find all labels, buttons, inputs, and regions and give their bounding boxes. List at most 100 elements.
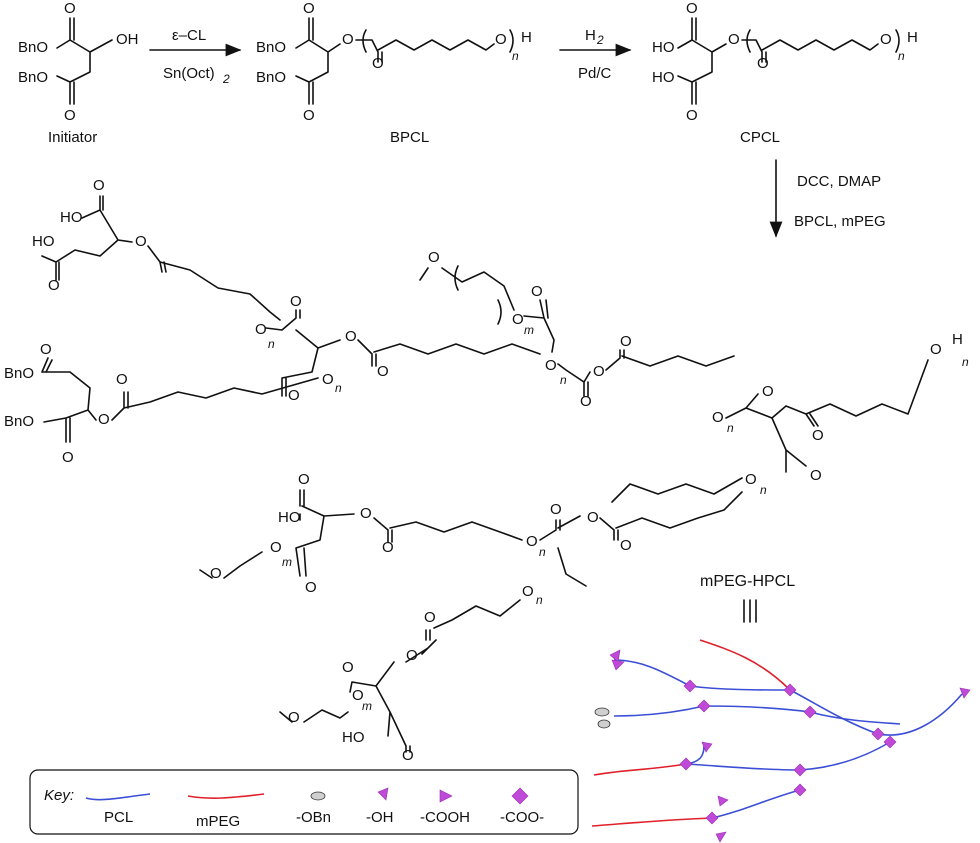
hb-o-16: O <box>531 283 543 300</box>
initiator-o-bottom: O <box>64 107 76 124</box>
initiator-label: Initiator <box>48 129 97 146</box>
hb-o-35: O <box>270 539 282 556</box>
cartoon-pcl-5 <box>703 705 811 713</box>
cartoon-coo-1 <box>683 679 697 693</box>
hb-m-2: m <box>282 555 292 569</box>
legend-box <box>29 769 579 835</box>
step1-reagent-top: ε–CL <box>172 27 206 44</box>
hb-n-4: n <box>727 421 734 435</box>
hb-o-39: O <box>406 647 418 664</box>
hb-bno-1: BnO <box>4 365 34 382</box>
legend-coo-icon <box>511 787 529 805</box>
cpcl-n: n <box>898 49 905 63</box>
cartoon-cooh-4 <box>715 831 727 843</box>
cartoon-coo-5 <box>871 727 885 741</box>
hb-o-17: O <box>545 357 557 374</box>
hb-o-11: O <box>288 387 300 404</box>
cpcl-o-bottom: O <box>686 107 698 124</box>
bpcl-o-top: O <box>303 0 315 17</box>
cartoon-coo-4 <box>803 705 817 719</box>
cpcl-ho-bottom: HO <box>652 69 675 86</box>
arrow-step3: DCC, DMAP BPCL, mPEG <box>769 159 886 238</box>
bpcl-h: H <box>521 29 532 46</box>
hb-o-25: O <box>810 467 822 484</box>
hb-o-36: O <box>305 579 317 596</box>
cartoon-pcl-8 <box>685 763 801 771</box>
cartoon-cooh-3 <box>717 795 729 807</box>
hb-o-8: O <box>255 321 267 338</box>
step3-reagent-top: DCC, DMAP <box>797 173 881 190</box>
hb-o-14: O <box>428 249 440 266</box>
cartoon-pcl-7 <box>877 693 963 736</box>
hb-o-28: O <box>360 505 372 522</box>
hb-n-6: n <box>760 483 767 497</box>
initiator-structure: BnO BnO O OH O Initiator <box>18 0 139 146</box>
cpcl-label: CPCL <box>740 129 780 146</box>
hb-ho-4: HO <box>342 729 365 746</box>
step2-reagent-sub: 2 <box>596 33 604 47</box>
cpcl-o-chain: O <box>880 31 892 48</box>
legend-title: Key: <box>44 787 74 804</box>
hb-n-2: n <box>335 381 342 395</box>
legend-oh-icon <box>377 787 389 801</box>
cpcl-h: H <box>907 29 918 46</box>
arrow-step1: ε–CL Sn(Oct) 2 <box>149 27 242 86</box>
cartoon-pcl-9 <box>799 741 891 771</box>
bpcl-bno-top: BnO <box>256 39 286 56</box>
hb-ho-2: HO <box>32 233 55 250</box>
cpcl-ho-top: HO <box>652 39 675 56</box>
hb-ho-1: HO <box>60 209 83 226</box>
hb-o-10: O <box>322 371 334 388</box>
hb-o-5: O <box>62 449 74 466</box>
hb-o-19: O <box>593 363 605 380</box>
hb-o-41: O <box>352 687 364 704</box>
step2-reagent-bottom: Pd/C <box>578 65 612 82</box>
legend-key: Key: PCL mPEG -OBn -OH -COOH -COO- <box>29 769 579 835</box>
hb-o-38: O <box>342 659 354 676</box>
hb-ho-3: HO <box>278 509 301 526</box>
cpcl-o-top: O <box>686 0 698 17</box>
legend-pcl-label: PCL <box>104 809 133 826</box>
hb-o-4: O <box>40 341 52 358</box>
hb-o-27: O <box>298 471 310 488</box>
cartoon-obn-1 <box>594 707 610 717</box>
hb-m-1: m <box>524 323 534 337</box>
cartoon-coo-8 <box>793 763 807 777</box>
hb-n-8: n <box>536 593 543 607</box>
hb-o-23: O <box>812 427 824 444</box>
cpcl-structure: HO HO O O O O O H n CPCL <box>652 0 918 146</box>
hb-o-12: O <box>345 328 357 345</box>
cartoon-coo-2 <box>783 683 797 697</box>
cartoon-pcl-4 <box>613 705 705 717</box>
bpcl-o-chain: O <box>495 31 507 48</box>
hb-o-21: O <box>712 409 724 426</box>
hb-n-5: n <box>962 355 969 369</box>
hb-o-24: O <box>930 341 942 358</box>
hb-o-22: O <box>762 383 774 400</box>
cartoon-mpeg-1 <box>699 639 791 691</box>
equivalence-symbol <box>743 599 757 623</box>
hb-o-20: O <box>620 333 632 350</box>
hb-o-32: O <box>587 509 599 526</box>
cartoon-coo-6 <box>883 735 897 749</box>
hb-o-9: O <box>290 293 302 310</box>
hb-o-31: O <box>550 501 562 518</box>
arrow-step2: H 2 Pd/C <box>559 27 632 82</box>
cartoon-cooh-2 <box>701 741 713 753</box>
cartoon-coo-7 <box>679 757 693 771</box>
hb-o-7: O <box>116 371 128 388</box>
initiator-o-top: O <box>64 0 76 17</box>
cartoon-pcl-1 <box>613 659 691 687</box>
hb-n-7: n <box>539 545 546 559</box>
hb-o-33: O <box>620 537 632 554</box>
bpcl-n: n <box>512 49 519 63</box>
cartoon-obn-2 <box>597 719 611 729</box>
hb-o-43: O <box>402 747 414 764</box>
cartoon-oh-1 <box>609 649 621 663</box>
cartoon-mpeg-2 <box>593 763 687 776</box>
hb-o-1: O <box>93 177 105 194</box>
cartoon-cooh-1 <box>611 659 625 671</box>
bpcl-o-carbonyl: O <box>372 55 384 72</box>
hb-o-18: O <box>580 393 592 410</box>
